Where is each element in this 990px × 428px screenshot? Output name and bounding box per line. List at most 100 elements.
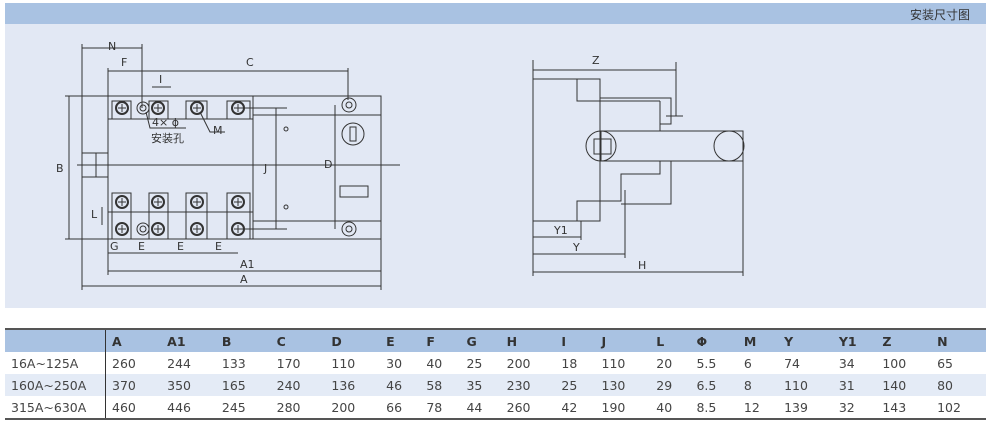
terminal-block [111, 192, 132, 240]
table-cell: 8.5 [696, 399, 717, 415]
terminal-block [226, 192, 251, 240]
table-cell: 5.5 [696, 355, 717, 371]
table-cell: 133 [221, 355, 246, 371]
column-header: Φ [690, 329, 738, 352]
front-view [65, 44, 400, 290]
table-cell: 130 [595, 374, 651, 396]
table-cell: 260 [112, 355, 136, 371]
table-cell: 34 [838, 355, 855, 371]
terminal-screw [115, 195, 129, 209]
table-cell: 46 [380, 374, 421, 396]
label-E: E [177, 240, 184, 253]
table-cell: 245 [221, 399, 246, 415]
label-J: J [263, 162, 267, 175]
terminal-screw [151, 222, 165, 236]
table-cell: 31 [832, 374, 877, 396]
column-header: Z [876, 329, 932, 352]
section-title: 安装尺寸图 [909, 8, 970, 22]
label-Y: Y [572, 241, 580, 254]
column-header: D [325, 329, 381, 352]
column-header: H [500, 329, 556, 352]
label-Z: Z [592, 54, 600, 67]
table-cell: 110 [601, 355, 626, 371]
column-header: F [420, 329, 461, 352]
table-cell: 190 [601, 399, 626, 415]
terminal-block [111, 100, 132, 120]
table-cell: 40 [656, 399, 673, 415]
terminal-block [148, 192, 169, 240]
table-cell: 230 [500, 374, 556, 396]
table-cell: 260 [506, 399, 531, 415]
table-cell: 100 [882, 355, 907, 371]
column-header: G [460, 329, 501, 352]
table-cell: 30 [386, 355, 403, 371]
terminal-screw [151, 195, 165, 209]
column-header: J [595, 329, 651, 352]
table-cell: 110 [778, 374, 833, 396]
table-cell: 460 [112, 399, 136, 415]
table-cell: 200 [331, 399, 356, 415]
table-cell: 170 [276, 355, 301, 371]
mounting-hole [136, 101, 150, 115]
column-header: Y [778, 329, 833, 352]
label-A: A [240, 273, 248, 286]
label-holes: 4× ϕ [152, 116, 179, 129]
table-cell: 280 [276, 399, 301, 415]
terminal-block [185, 100, 208, 120]
column-header: E [380, 329, 421, 352]
table-cell: 25 [555, 374, 596, 396]
column-header: A [105, 329, 162, 352]
terminal-screw [151, 101, 165, 115]
column-header: A1 [161, 329, 216, 352]
label-N: N [108, 40, 116, 53]
terminal-block [148, 100, 169, 120]
label-holes-note: 安装孔 [151, 131, 184, 145]
table-cell: 44 [466, 399, 483, 415]
section-header: 安装尺寸图 [5, 3, 986, 24]
terminal-screw [115, 222, 129, 236]
table-cell: 20 [656, 355, 673, 371]
table-cell: 6 [743, 355, 752, 371]
terminal-screw [231, 195, 245, 209]
table-cell: 42 [561, 399, 578, 415]
label-C: C [246, 56, 254, 69]
table-cell: 74 [784, 355, 800, 371]
table-cell: 65 [937, 355, 954, 371]
label-G: G [110, 240, 119, 253]
label-F: F [121, 56, 127, 69]
label-H: H [638, 259, 646, 272]
table-cell: 370 [105, 374, 162, 396]
side-view [532, 60, 745, 276]
terminal-block [185, 192, 208, 240]
table-cell: 244 [167, 355, 192, 371]
table-cell: 140 [876, 374, 932, 396]
label-M: M [213, 124, 223, 137]
table-cell: 35 [460, 374, 501, 396]
column-header: N [931, 329, 986, 352]
column-header: M [737, 329, 779, 352]
row-label: 315A~630A [5, 396, 106, 419]
column-header: C [270, 329, 326, 352]
table-cell: 143 [882, 399, 907, 415]
table-cell: 40 [426, 355, 443, 371]
table-cell: 66 [386, 399, 403, 415]
table-cell: 12 [743, 399, 760, 415]
table-cell: 29 [650, 374, 691, 396]
terminal-block [226, 100, 251, 120]
table-cell: 110 [331, 355, 356, 371]
table-cell: 200 [506, 355, 531, 371]
table-cell: 139 [784, 399, 808, 415]
table-cell: 165 [215, 374, 271, 396]
terminal-screw [115, 101, 129, 115]
table-cell: 102 [937, 399, 961, 415]
label-D: D [324, 158, 332, 171]
column-header [5, 329, 106, 352]
table-cell: 6.5 [690, 374, 738, 396]
table-cell: 78 [426, 399, 443, 415]
column-header: B [215, 329, 271, 352]
table-cell: 8 [737, 374, 779, 396]
